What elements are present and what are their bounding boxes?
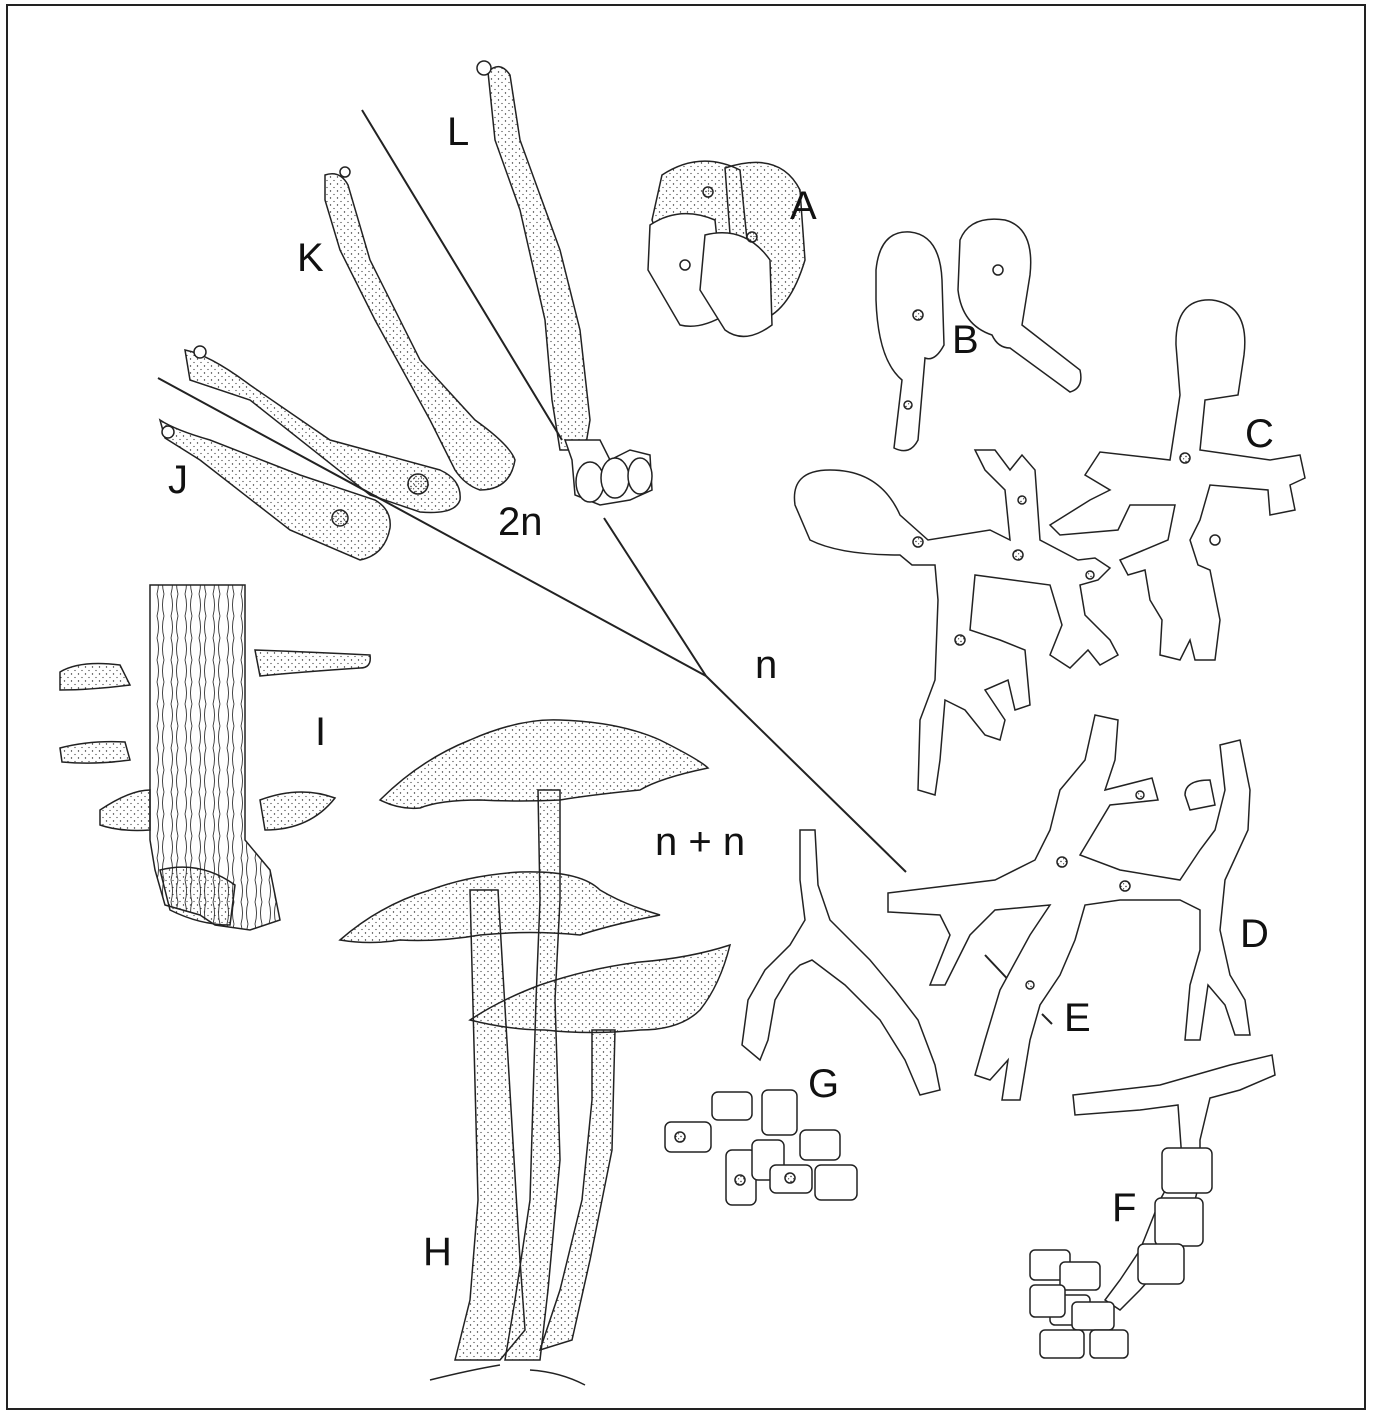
- basidium-l: [477, 61, 652, 505]
- branched-mycelium: [794, 450, 1118, 795]
- label-c: C: [1245, 414, 1274, 454]
- basidia-j-k: [160, 167, 515, 560]
- label-n-plus-n: n + n: [655, 822, 745, 862]
- chlamydospores-f: [1030, 1055, 1275, 1358]
- label-g: G: [808, 1064, 839, 1104]
- label-n: n: [755, 645, 777, 685]
- gill-section-i: [60, 585, 370, 930]
- cycle-line-2n: [604, 518, 706, 676]
- label-i: I: [315, 712, 326, 752]
- label-a: A: [790, 186, 817, 226]
- label-j: J: [168, 460, 188, 500]
- germ-hyphae-c: [1050, 300, 1305, 660]
- label-k: K: [297, 238, 324, 278]
- label-f: F: [1112, 1188, 1136, 1228]
- label-e: E: [1064, 998, 1091, 1038]
- pointer-line-e-2: [1042, 1014, 1052, 1024]
- label-h: H: [423, 1232, 452, 1272]
- label-l: L: [447, 112, 469, 152]
- label-2n: 2n: [498, 502, 543, 542]
- label-d: D: [1240, 914, 1269, 954]
- label-b: B: [952, 320, 979, 360]
- cycle-line-l: [362, 110, 562, 440]
- spores-a: [648, 161, 805, 336]
- oidia-g: [665, 830, 940, 1205]
- dikaryotic-hyphae-d: [888, 715, 1250, 1100]
